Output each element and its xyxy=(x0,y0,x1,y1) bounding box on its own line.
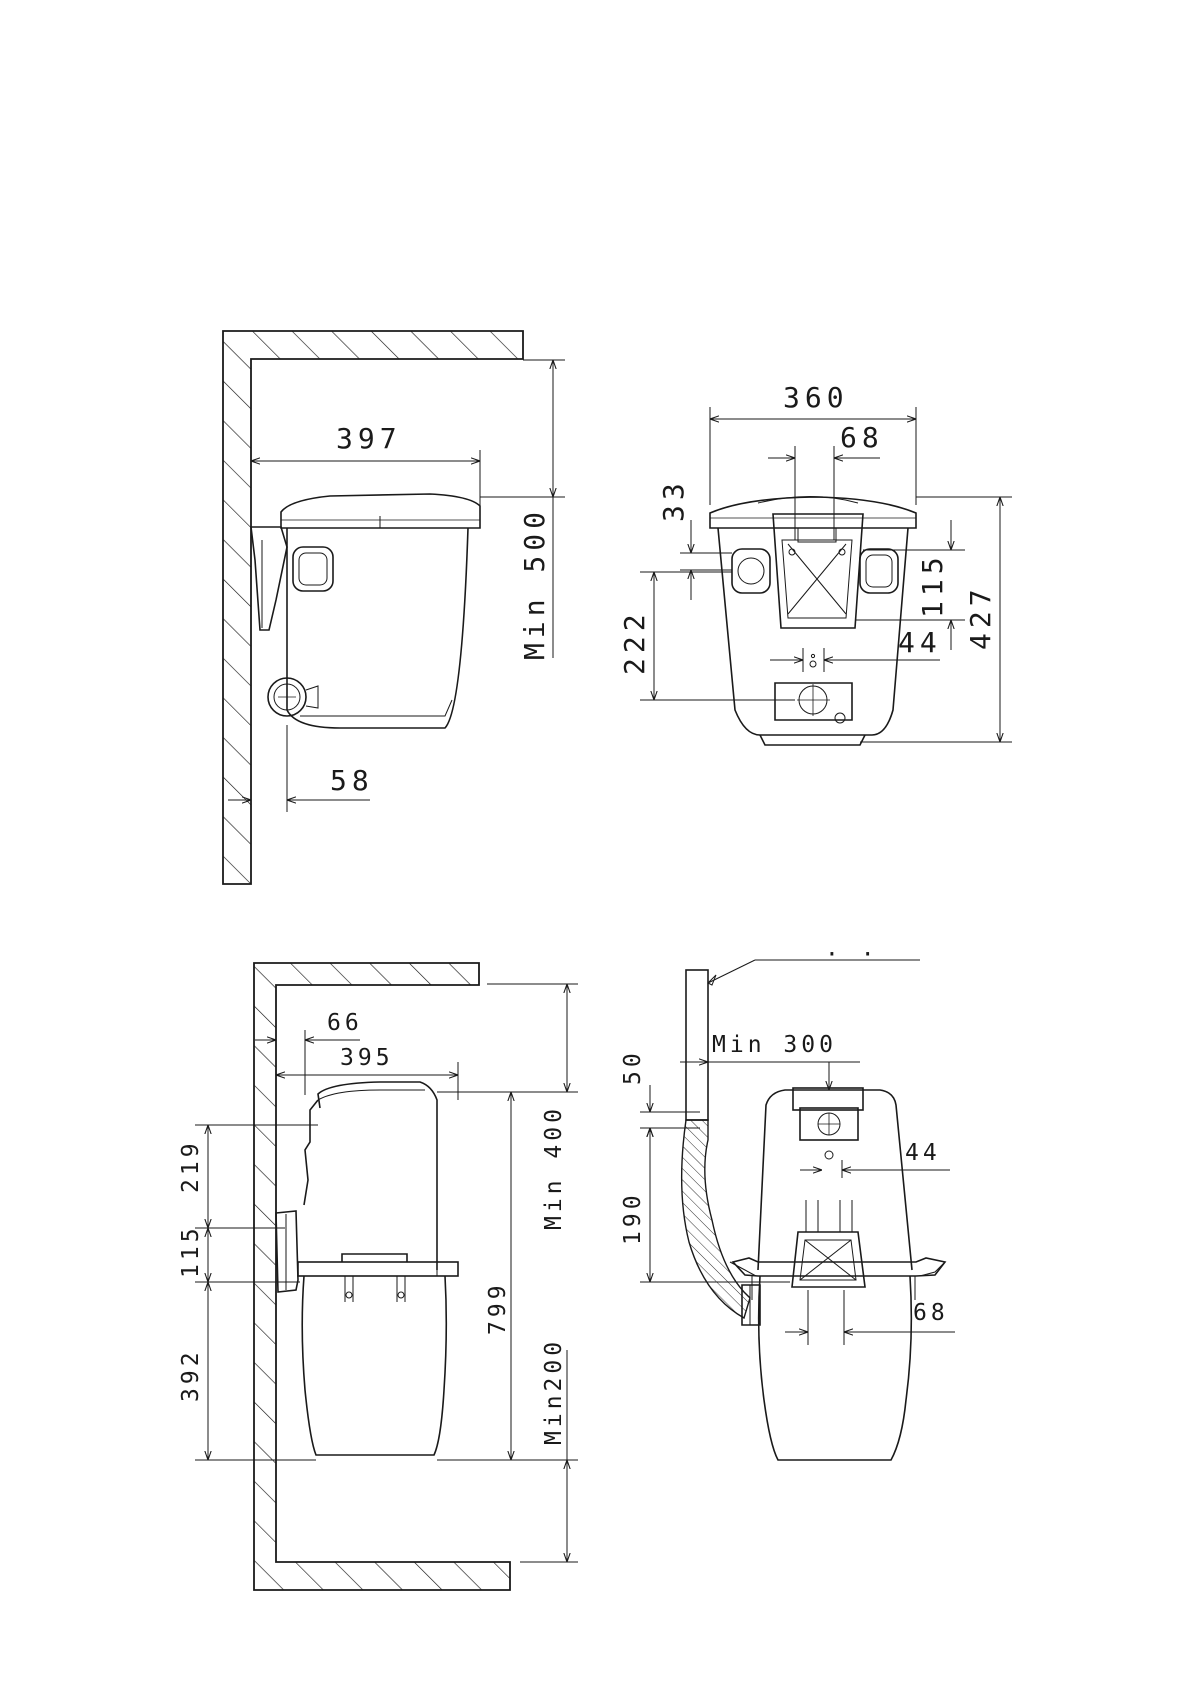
dimension-68-bottom: 68 xyxy=(785,1290,955,1345)
pipe: · · xyxy=(682,942,920,1325)
dimension-44-bottom: 44 xyxy=(800,1140,950,1178)
dim-label-min-400: Min 400 xyxy=(541,1105,567,1230)
dim-label-392: 392 xyxy=(178,1348,204,1402)
dimension-395: 395 xyxy=(276,1045,458,1100)
dim-label-50: 50 xyxy=(620,1049,646,1085)
dimension-68-top: 68 xyxy=(768,421,884,540)
dim-label-58: 58 xyxy=(330,764,374,797)
dimension-397: 397 xyxy=(251,422,480,512)
dimension-799: 799 xyxy=(485,1092,511,1460)
dimension-360: 360 xyxy=(710,381,916,505)
dim-label-219: 219 xyxy=(178,1139,204,1193)
dim-label-115-top: 115 xyxy=(916,552,949,618)
dimension-min200: Min200 xyxy=(437,1338,578,1562)
dim-label-44-top: 44 xyxy=(898,626,942,659)
dimension-44-top: 44 xyxy=(770,626,942,672)
dim-label-min-300: Min 300 xyxy=(712,1032,837,1058)
view-bottom-right: · · Min xyxy=(620,942,955,1460)
dim-label-68-bottom: 68 xyxy=(913,1300,949,1326)
dim-label-min200: Min200 xyxy=(541,1338,567,1445)
dim-label-33: 33 xyxy=(657,478,690,522)
dimension-219: 219 xyxy=(178,1125,318,1228)
dim-label-222: 222 xyxy=(618,609,651,675)
unit-cabinet-side-view xyxy=(276,1082,458,1455)
dim-label-115-bottom: 115 xyxy=(178,1224,204,1278)
dim-label-min-500: Min 500 xyxy=(518,507,551,660)
dimension-115-bottom: 115 xyxy=(178,1224,300,1282)
dim-label-360: 360 xyxy=(783,381,849,414)
dim-label-799: 799 xyxy=(485,1281,511,1335)
unit-side-view xyxy=(251,494,480,728)
dimension-392: 392 xyxy=(178,1282,316,1460)
dimension-min-300: Min 300 xyxy=(680,1032,860,1090)
dim-label-395: 395 xyxy=(340,1045,394,1071)
dim-label-427: 427 xyxy=(964,584,997,650)
dim-label-66: 66 xyxy=(327,1010,363,1036)
view-top-right: 360 68 33 222 xyxy=(618,381,1012,745)
dimension-222: 222 xyxy=(618,572,795,700)
dim-label-190: 190 xyxy=(620,1191,646,1245)
unit-front-view xyxy=(710,497,916,746)
view-top-left: 397 Min 500 58 xyxy=(223,331,565,884)
dim-label-68-top: 68 xyxy=(840,421,884,454)
dimension-min-400: Min 400 xyxy=(437,984,578,1230)
dim-label-397: 397 xyxy=(336,422,402,455)
view-bottom-left: 66 395 Min 400 799 Min200 xyxy=(178,963,578,1590)
dimension-min-500: Min 500 xyxy=(480,360,565,660)
dim-label-44-bottom: 44 xyxy=(905,1140,941,1166)
dimension-33: 33 xyxy=(657,478,732,600)
wall-ceiling-hatch xyxy=(223,331,523,884)
pipe-leader-dots: · · xyxy=(825,942,879,968)
